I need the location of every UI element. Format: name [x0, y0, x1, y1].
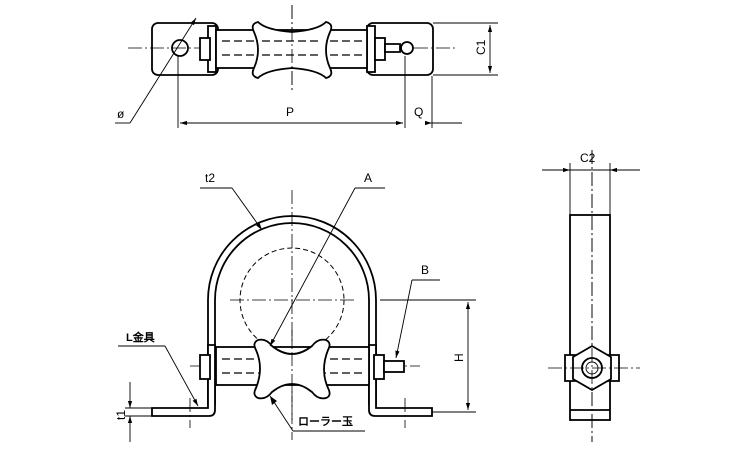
washer [366, 25, 376, 73]
b-label: B [421, 263, 429, 277]
front-view: t2 A B H L金具 t1 ローラー玉 [114, 171, 476, 442]
nut [199, 37, 211, 61]
bolt-end [383, 360, 405, 373]
nut [374, 37, 386, 61]
p-label: P [286, 105, 294, 119]
a-label: A [364, 171, 372, 185]
l-bracket-left [151, 344, 216, 417]
phi-label: ø [117, 107, 125, 121]
roller-label: ローラー玉 [298, 415, 353, 428]
u-band-outer [207, 215, 377, 405]
l-bracket-label: L金具 [126, 330, 155, 344]
u-band-inner [214, 222, 370, 405]
c1-label: C1 [474, 39, 488, 55]
nut [199, 354, 211, 380]
bolt-end [384, 43, 401, 53]
top-view: ø P Q C1 [115, 5, 498, 128]
bolt-hole [400, 41, 414, 55]
nut [373, 354, 385, 380]
t2-label: t2 [205, 171, 215, 185]
band-side [569, 214, 611, 421]
q-label: Q [414, 105, 423, 119]
side-view: C2 [542, 150, 640, 442]
mounting-hole [171, 39, 189, 57]
h-label: H [452, 353, 466, 362]
l-bracket-right [368, 344, 433, 417]
t1-label: t1 [114, 410, 128, 420]
c2-label: C2 [580, 151, 596, 165]
